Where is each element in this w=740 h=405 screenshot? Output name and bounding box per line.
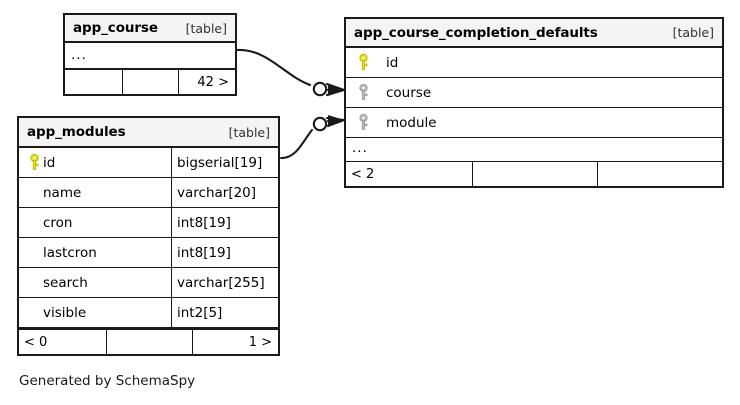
- column-name: lastcron: [43, 244, 97, 261]
- column-name: search: [43, 274, 88, 291]
- column-name-cell: search: [19, 268, 171, 297]
- table-row[interactable]: visible int2[5]: [19, 298, 278, 328]
- column-name-cell: lastcron: [19, 238, 171, 267]
- key-icon-primary: [354, 54, 372, 71]
- column-name: name: [43, 184, 82, 201]
- footer-child-count: [596, 162, 722, 186]
- table-app-course-completion-defaults[interactable]: app_course_completion_defaults [table] i…: [344, 17, 724, 188]
- footer-parent-count[interactable]: < 0: [24, 334, 48, 350]
- table-row[interactable]: search varchar[255]: [19, 268, 278, 298]
- cardinality-many-marker: [325, 82, 346, 97]
- table-type-tag: [table]: [672, 25, 714, 40]
- table-app-modules[interactable]: app_modules [table] id bigserial[19]: [17, 116, 280, 356]
- footer-middle: [471, 162, 597, 186]
- column-type: int8[19]: [171, 208, 278, 237]
- table-footer-app-course-completion-defaults: < 2: [346, 162, 722, 186]
- column-type: varchar[20]: [171, 178, 278, 207]
- column-name-cell: course: [346, 78, 722, 107]
- relationship-line-app-course-to-course: [235, 48, 346, 97]
- collapsed-columns-ellipsis[interactable]: ...: [65, 43, 235, 70]
- table-row[interactable]: name varchar[20]: [19, 178, 278, 208]
- column-type: int8[19]: [171, 238, 278, 267]
- table-footer-app-modules: < 0 1 >: [19, 328, 278, 354]
- column-name: course: [386, 84, 432, 101]
- cardinality-many-marker: [325, 115, 346, 128]
- cardinality-zero-marker: [312, 81, 328, 97]
- table-header-app-modules[interactable]: app_modules [table]: [19, 118, 278, 148]
- key-icon-primary: [25, 154, 43, 171]
- cardinality-zero-marker: [312, 116, 328, 132]
- table-type-tag: [table]: [228, 124, 270, 140]
- relationship-line-app-modules-to-module: [279, 115, 346, 160]
- table-row[interactable]: cron int8[19]: [19, 208, 278, 238]
- column-name: module: [386, 114, 437, 131]
- generator-caption: Generated by SchemaSpy: [19, 373, 196, 389]
- column-name: id: [43, 154, 56, 171]
- column-name-cell: id: [346, 48, 722, 77]
- table-row[interactable]: module: [346, 108, 722, 138]
- table-name: app_course: [73, 20, 158, 36]
- table-row[interactable]: course: [346, 78, 722, 108]
- column-name: id: [386, 54, 399, 71]
- collapsed-columns-ellipsis[interactable]: ...: [346, 138, 722, 162]
- footer-middle: [105, 330, 192, 354]
- table-app-course[interactable]: app_course [table] ... 42 >: [63, 13, 237, 96]
- table-type-tag: [table]: [185, 20, 227, 36]
- table-header-app-course-completion-defaults[interactable]: app_course_completion_defaults [table]: [346, 19, 722, 48]
- column-name-cell: name: [19, 178, 171, 207]
- footer-middle: [121, 70, 179, 94]
- column-type: bigserial[19]: [171, 148, 278, 177]
- column-name-cell: id: [19, 148, 171, 177]
- key-icon-foreign: [354, 114, 372, 131]
- column-name: cron: [43, 214, 73, 231]
- table-row[interactable]: lastcron int8[19]: [19, 238, 278, 268]
- table-name: app_course_completion_defaults: [354, 24, 598, 41]
- table-name: app_modules: [27, 124, 126, 140]
- table-footer-app-course: 42 >: [65, 70, 235, 94]
- key-icon-foreign: [354, 84, 372, 101]
- footer-parent-count: [65, 70, 122, 94]
- footer-parent-count[interactable]: < 2: [351, 166, 375, 182]
- column-name-cell: module: [346, 108, 722, 137]
- column-name: visible: [43, 304, 87, 321]
- column-type: varchar[255]: [171, 268, 278, 297]
- footer-child-count[interactable]: 1 >: [191, 330, 278, 354]
- footer-child-count[interactable]: 42 >: [178, 70, 235, 94]
- table-header-app-course[interactable]: app_course [table]: [65, 15, 235, 43]
- column-name-cell: visible: [19, 298, 171, 327]
- table-row[interactable]: id: [346, 48, 722, 78]
- table-row[interactable]: id bigserial[19]: [19, 148, 278, 178]
- column-name-cell: cron: [19, 208, 171, 237]
- column-type: int2[5]: [171, 298, 278, 327]
